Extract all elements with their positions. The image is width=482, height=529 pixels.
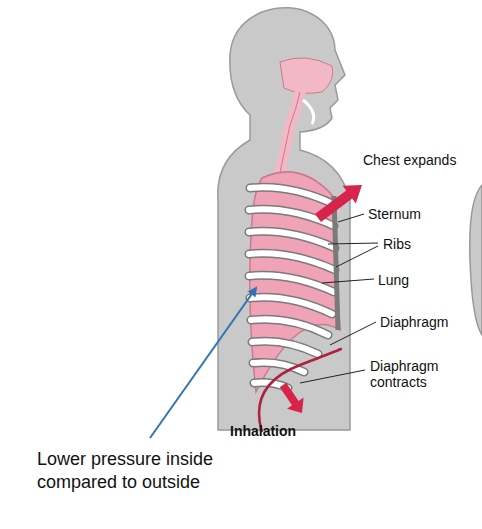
arrow-label: Diaphragm contracts xyxy=(370,358,466,390)
figure-caption: Inhalation xyxy=(230,423,296,439)
leader-line xyxy=(300,370,365,383)
leader-line xyxy=(338,214,364,222)
leader-line xyxy=(328,243,378,244)
pressure-note: Lower pressure inside compared to outsid… xyxy=(37,448,227,493)
contraction-arrow xyxy=(280,383,304,413)
diaphragm-curve xyxy=(259,349,341,432)
leader-line xyxy=(336,246,378,267)
leader-line xyxy=(330,322,376,345)
part-label: Diaphragm xyxy=(380,314,448,330)
arrow-label: Chest expands xyxy=(363,152,456,168)
trachea-outline xyxy=(278,92,300,182)
leader-line xyxy=(322,279,374,283)
part-label: Sternum xyxy=(368,206,421,222)
part-label: Ribs xyxy=(383,236,411,252)
sternum-bone xyxy=(334,196,338,330)
neighbour-figure xyxy=(470,185,482,335)
lung-shape xyxy=(250,172,340,392)
body-silhouette xyxy=(218,8,350,430)
trachea xyxy=(278,92,300,182)
nasal-cavity xyxy=(280,58,333,94)
pointer-arrow xyxy=(150,288,256,438)
airflow-mark xyxy=(303,100,314,124)
part-label: Lung xyxy=(378,272,409,288)
